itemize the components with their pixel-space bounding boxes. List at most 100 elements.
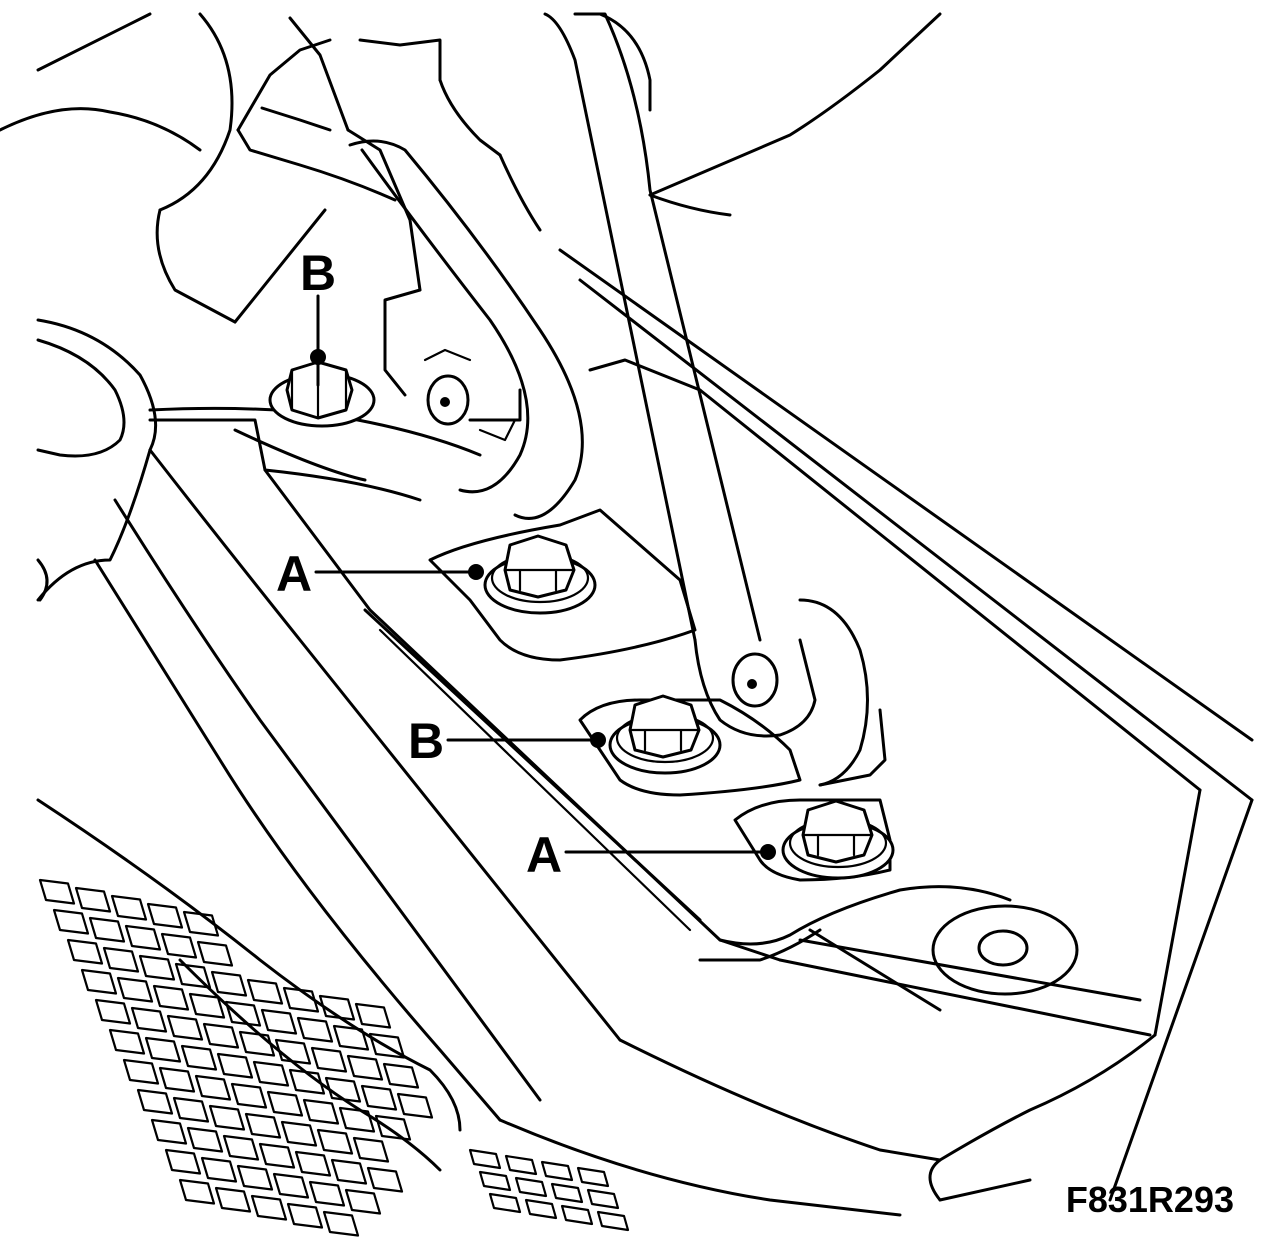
- grille-cell: [230, 1082, 268, 1109]
- callout-label-a-lower: A: [526, 827, 562, 883]
- grille-cell: [88, 916, 126, 943]
- grille-cell: [246, 978, 284, 1005]
- grille-cell: [38, 878, 76, 905]
- callout-label-b-top: B: [300, 245, 336, 301]
- bolt-lower-a: [781, 799, 895, 880]
- grille-cell: [150, 1118, 188, 1145]
- grille-cell: [182, 910, 220, 937]
- grille-cell: [110, 894, 148, 921]
- grille-cell: [146, 902, 184, 929]
- grille-cell: [596, 1210, 630, 1232]
- grille-cell: [236, 1164, 274, 1191]
- grille-cell: [152, 984, 190, 1011]
- grille-cell: [338, 1106, 376, 1133]
- grille-cell: [332, 1024, 370, 1051]
- grille-cell: [210, 970, 248, 997]
- grille-cell: [160, 932, 198, 959]
- grille-cell: [180, 1044, 218, 1071]
- grille-cell: [66, 938, 104, 965]
- grille-cell: [560, 1204, 594, 1226]
- grille-cell: [550, 1182, 584, 1204]
- grille-cell: [94, 998, 132, 1025]
- grille-cell: [244, 1112, 282, 1139]
- grille-cell: [238, 1030, 276, 1057]
- grille-cell: [222, 1134, 260, 1161]
- grille-cell: [260, 1008, 298, 1035]
- grille-cell: [166, 1014, 204, 1041]
- grille-cell: [396, 1092, 434, 1119]
- grille-cell: [108, 1028, 146, 1055]
- grille-cell: [308, 1180, 346, 1207]
- grille-cell: [272, 1172, 310, 1199]
- grille-cell: [188, 992, 226, 1019]
- grille-cell: [52, 908, 90, 935]
- grille-cell: [310, 1046, 348, 1073]
- grille-cell: [200, 1156, 238, 1183]
- callout-label-a-upper: A: [276, 546, 312, 602]
- grille-cell: [196, 940, 234, 967]
- grille-cell: [286, 1202, 324, 1229]
- grille-cell: [374, 1114, 412, 1141]
- grille-cell: [366, 1166, 404, 1193]
- grille-cell: [202, 1022, 240, 1049]
- grille-cell: [524, 1198, 558, 1220]
- grille-cell: [488, 1192, 522, 1214]
- grille-cell: [258, 1142, 296, 1169]
- grille-cell: [194, 1074, 232, 1101]
- callout-leaders: [310, 294, 776, 860]
- grille-cell: [266, 1090, 304, 1117]
- grille-cell: [174, 962, 212, 989]
- grille-cell: [360, 1084, 398, 1111]
- grille-cell: [382, 1062, 420, 1089]
- grille-cell: [302, 1098, 340, 1125]
- grille-cell: [116, 976, 154, 1003]
- grille-cell: [102, 946, 140, 973]
- grille-cell: [164, 1148, 202, 1175]
- radiator-grille: [38, 878, 630, 1237]
- grille-cell: [318, 994, 356, 1021]
- grille-cell: [178, 1178, 216, 1205]
- mount-cushion: [36, 318, 482, 602]
- grille-cell: [274, 1038, 312, 1065]
- grille-cell: [138, 954, 176, 981]
- grille-cell: [252, 1060, 290, 1087]
- grille-cell: [216, 1052, 254, 1079]
- bolt-middle-b: [608, 694, 722, 775]
- grille-cell: [288, 1068, 326, 1095]
- bolt-top-b: [268, 360, 376, 428]
- grille-cell: [540, 1160, 574, 1182]
- grille-cell: [282, 986, 320, 1013]
- grille-cell: [576, 1166, 610, 1188]
- grille-cell: [144, 1036, 182, 1063]
- grille-cell: [316, 1128, 354, 1155]
- grille-cell: [352, 1136, 390, 1163]
- grille-cell: [514, 1176, 548, 1198]
- grille-cell: [224, 1000, 262, 1027]
- upper-bracket: [236, 16, 542, 422]
- curved-link-arm: [348, 139, 584, 520]
- grille-cell: [586, 1188, 620, 1210]
- grille-cell: [296, 1016, 334, 1043]
- grille-cell: [478, 1170, 512, 1192]
- grille-cell: [468, 1148, 502, 1170]
- figure-code: F831R293: [1066, 1179, 1234, 1220]
- grille-cell: [322, 1210, 360, 1237]
- grille-cell: [280, 1120, 318, 1147]
- callout-label-b-middle: B: [408, 713, 444, 769]
- grille-cell: [136, 1088, 174, 1115]
- grille-cell: [324, 1076, 362, 1103]
- grille-cell: [214, 1186, 252, 1213]
- grille-cell: [74, 886, 112, 913]
- straight-link-rod: [543, 12, 887, 787]
- grille-cell: [250, 1194, 288, 1221]
- grille-cell: [344, 1188, 382, 1215]
- grille-cell: [122, 1058, 160, 1085]
- grille-cell: [130, 1006, 168, 1033]
- grille-cell: [172, 1096, 210, 1123]
- grille-cell: [346, 1054, 384, 1081]
- subframe-crossmember: [36, 248, 1254, 1217]
- grille-cell: [504, 1154, 538, 1176]
- grille-cell: [368, 1032, 406, 1059]
